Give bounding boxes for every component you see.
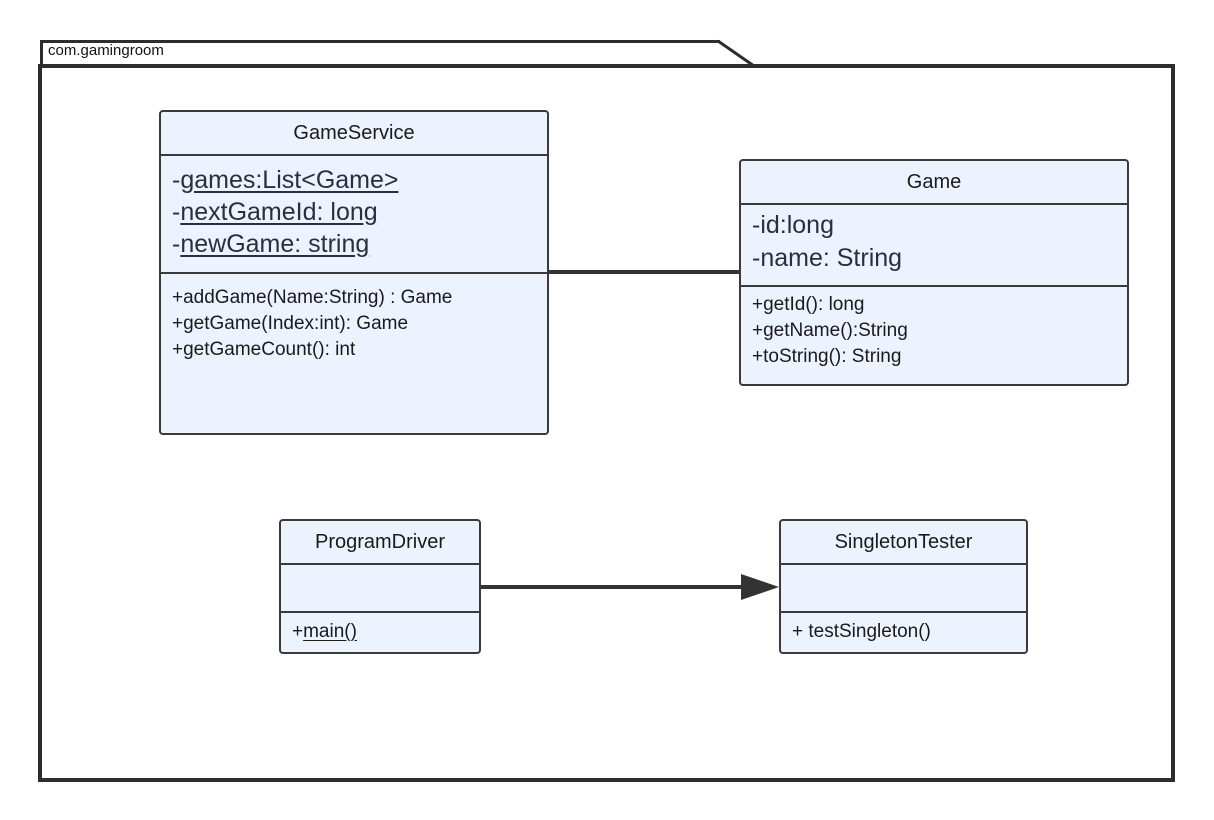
operation: +getGameCount(): int xyxy=(172,339,356,360)
package-name: com.gamingroom xyxy=(48,42,164,59)
operations-compartment: +addGame(Name:String) : Game +getGame(In… xyxy=(161,274,547,359)
class-name: ProgramDriver xyxy=(281,521,479,565)
operation: +getGame(Index:int): Game xyxy=(172,313,409,334)
class-name: GameService xyxy=(161,112,547,156)
attribute: -newGame: string xyxy=(172,230,370,258)
operations-compartment: + testSingleton() xyxy=(781,613,1026,641)
class-name: SingletonTester xyxy=(781,521,1026,565)
attributes-compartment xyxy=(281,565,479,613)
attribute: -name: String xyxy=(752,244,903,272)
class-singletontester[interactable]: SingletonTester + testSingleton() xyxy=(779,519,1028,654)
package-tab xyxy=(40,40,720,64)
attribute: -id:long xyxy=(752,211,834,239)
operations-compartment: +getId(): long +getName():String +toStri… xyxy=(741,287,1127,366)
package-frame xyxy=(38,64,1175,782)
attributes-compartment: -id:long -name: String xyxy=(741,205,1127,287)
operation: +addGame(Name:String) : Game xyxy=(172,287,453,308)
operations-compartment: +main() xyxy=(281,613,479,641)
attributes-compartment: -games:List<Game> -nextGameId: long -new… xyxy=(161,156,547,274)
class-game[interactable]: Game -id:long -name: String +getId(): lo… xyxy=(739,159,1129,386)
operation: +getId(): long xyxy=(752,294,865,315)
class-name: Game xyxy=(741,161,1127,205)
class-gameservice[interactable]: GameService -games:List<Game> -nextGameI… xyxy=(159,110,549,435)
attribute: -games:List<Game> xyxy=(172,166,399,194)
operation: +getName():String xyxy=(752,320,908,341)
operation: +main() xyxy=(292,621,357,642)
class-programdriver[interactable]: ProgramDriver +main() xyxy=(279,519,481,654)
attributes-compartment xyxy=(781,565,1026,613)
operation: +toString(): String xyxy=(752,346,902,367)
attribute: -nextGameId: long xyxy=(172,198,378,226)
operation: + testSingleton() xyxy=(792,621,931,642)
